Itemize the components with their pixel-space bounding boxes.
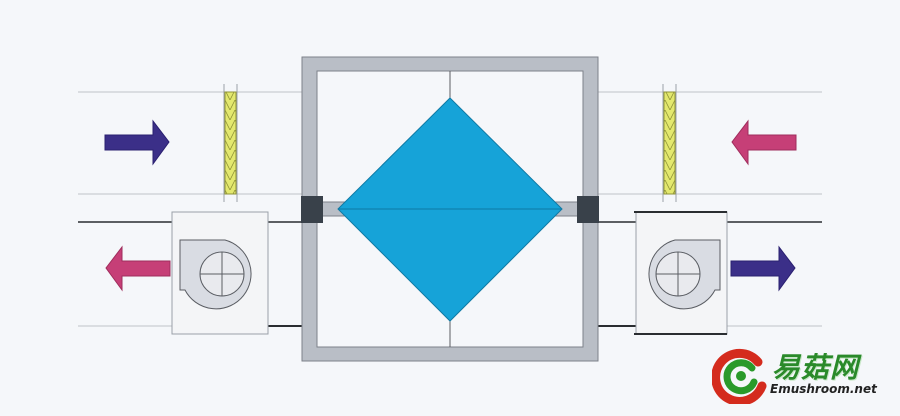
arrow-right-icon [104,119,170,166]
arrow-exhaust-out [105,245,171,292]
logo-swirl-icon [712,348,767,404]
connector-right [577,196,599,223]
arrow-fresh-air-in [104,119,170,166]
fan-left [171,211,269,335]
watermark-text-en: Emushroom.net [770,382,877,396]
watermark-logo: 易菇网 Emushroom.net [712,346,882,404]
fan-right [634,211,728,335]
arrow-supply-out [730,245,796,292]
arrow-return-air-in [731,119,797,166]
arrow-left-icon [105,245,171,292]
connector-left [301,196,323,223]
watermark-text-cn: 易菇网 [772,351,860,384]
arrow-right-icon [730,245,796,292]
arrow-left-icon [731,119,797,166]
filter-right [662,84,677,202]
heat-exchanger-core [337,97,563,322]
filter-left [223,84,238,202]
